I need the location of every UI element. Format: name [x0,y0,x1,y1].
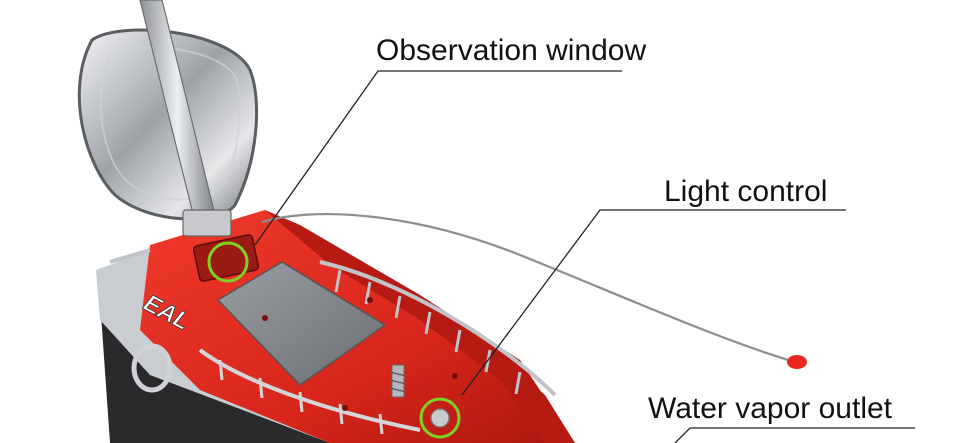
leader-observation [254,70,622,246]
highlight-observation [207,241,249,283]
lid-plate [77,28,259,221]
callout-observation-window: Observation window [376,34,647,67]
callout-light-control: Light control [664,175,828,208]
rail-front [319,260,557,397]
callout-water-vapor-outlet: Water vapor outlet [648,392,892,425]
antenna-tip [787,355,807,369]
antenna [261,212,796,364]
side-ring [131,343,173,393]
deck-plate [216,261,387,386]
vapor-outlet [430,408,450,428]
leader-light [461,209,846,396]
highlight-vapor [419,397,461,439]
leader-vapor [674,427,915,443]
hull-underside [100,300,560,443]
hinge [182,209,232,237]
rail-side [109,248,151,264]
